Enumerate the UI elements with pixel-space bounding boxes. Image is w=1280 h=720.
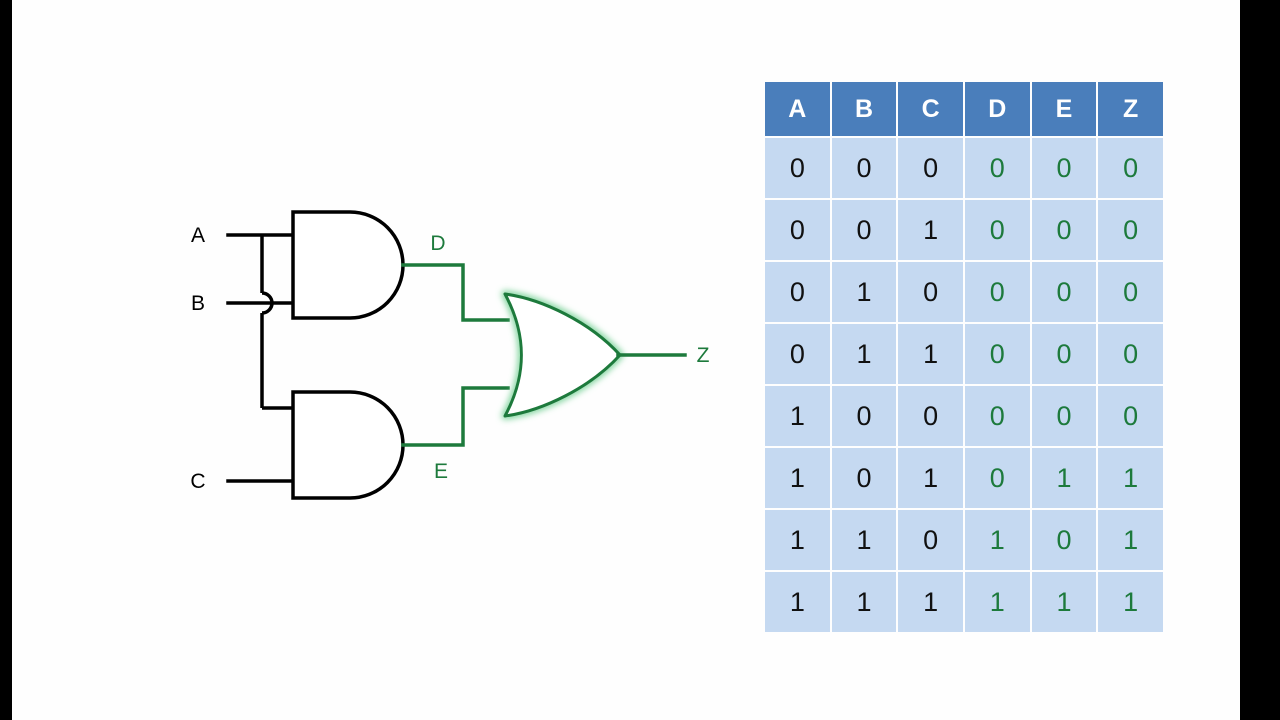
- circuit-svg: A B C D E Z: [190, 210, 710, 500]
- table-cell: 0: [765, 262, 830, 322]
- table-header-cell: Z: [1098, 82, 1163, 136]
- table-cell: 0: [765, 324, 830, 384]
- letterbox-bar-left: [0, 0, 12, 720]
- table-row: 1 0 1 0 1 1: [765, 448, 1163, 508]
- table-row: 1 0 0 0 0 0: [765, 386, 1163, 446]
- table-cell: 0: [964, 138, 1030, 198]
- table-cell: 0: [1098, 138, 1163, 198]
- table-cell: 1: [765, 510, 830, 570]
- table-cell: 1: [898, 572, 963, 632]
- and-gate-top[interactable]: [291, 210, 405, 320]
- table-cell: 0: [1098, 262, 1163, 322]
- table-cell: 1: [831, 510, 897, 570]
- table-row: 0 1 0 0 0 0: [765, 262, 1163, 322]
- table-row: 1 1 0 1 0 1: [765, 510, 1163, 570]
- table-cell: 1: [765, 572, 830, 632]
- table-cell: 1: [1098, 448, 1163, 508]
- label-signal-d: D: [430, 232, 445, 255]
- table-cell: 0: [1031, 510, 1097, 570]
- table-row: 0 1 1 0 0 0: [765, 324, 1163, 384]
- table-row: 1 1 1 1 1 1: [765, 572, 1163, 632]
- table-cell: 0: [1031, 200, 1097, 260]
- table-cell: 1: [1031, 448, 1097, 508]
- label-input-b: B: [191, 292, 205, 315]
- and-gate-bottom[interactable]: [291, 390, 405, 500]
- table-cell: 0: [964, 386, 1030, 446]
- table-cell: 1: [765, 386, 830, 446]
- table-cell: 0: [831, 386, 897, 446]
- table-header-cell: D: [964, 82, 1030, 136]
- table-cell: 1: [1098, 510, 1163, 570]
- table-cell: 0: [1031, 138, 1097, 198]
- table-cell: 1: [898, 200, 963, 260]
- table-cell: 0: [1098, 386, 1163, 446]
- table-cell: 0: [898, 138, 963, 198]
- table-row: 0 0 1 0 0 0: [765, 200, 1163, 260]
- or-gate-outline: [503, 292, 622, 418]
- table-cell: 0: [898, 386, 963, 446]
- table-header-cell: B: [831, 82, 897, 136]
- table-cell: 0: [765, 200, 830, 260]
- truth-table: A B C D E Z 0 0 0 0 0 0 0 0 1 0 0: [763, 80, 1165, 634]
- table-cell: 1: [831, 324, 897, 384]
- table-header-row: A B C D E Z: [765, 82, 1163, 136]
- table-cell: 0: [1098, 324, 1163, 384]
- label-input-c: C: [190, 470, 205, 493]
- table-cell: 1: [898, 324, 963, 384]
- wire-e: [401, 386, 510, 447]
- table-cell: 1: [765, 448, 830, 508]
- label-signal-e: E: [434, 460, 448, 483]
- table-cell: 0: [1031, 324, 1097, 384]
- table-row: 0 0 0 0 0 0: [765, 138, 1163, 198]
- table-cell: 0: [1031, 386, 1097, 446]
- label-input-a: A: [191, 224, 205, 247]
- table-cell: 1: [964, 510, 1030, 570]
- table-cell: 0: [1031, 262, 1097, 322]
- table-cell: 0: [1098, 200, 1163, 260]
- table-header-cell: C: [898, 82, 963, 136]
- table-cell: 0: [765, 138, 830, 198]
- table-cell: 1: [964, 572, 1030, 632]
- table-cell: 0: [898, 510, 963, 570]
- table-cell: 1: [898, 448, 963, 508]
- table-cell: 0: [964, 200, 1030, 260]
- letterbox-bar-right: [1240, 0, 1280, 720]
- table-cell: 1: [831, 262, 897, 322]
- table-cell: 1: [831, 572, 897, 632]
- table-cell: 0: [831, 448, 897, 508]
- table-cell: 0: [964, 262, 1030, 322]
- circuit-diagram: A B C D E Z: [150, 170, 750, 550]
- table-header-cell: E: [1031, 82, 1097, 136]
- table-cell: 0: [831, 138, 897, 198]
- table-cell: 0: [964, 448, 1030, 508]
- wire-d: [401, 263, 510, 322]
- table-cell: 0: [831, 200, 897, 260]
- table-cell: 0: [898, 262, 963, 322]
- or-gate[interactable]: [501, 290, 624, 420]
- label-output-z: Z: [697, 344, 710, 367]
- table-header-cell: A: [765, 82, 830, 136]
- table-cell: 0: [964, 324, 1030, 384]
- table-cell: 1: [1098, 572, 1163, 632]
- table-cell: 1: [1031, 572, 1097, 632]
